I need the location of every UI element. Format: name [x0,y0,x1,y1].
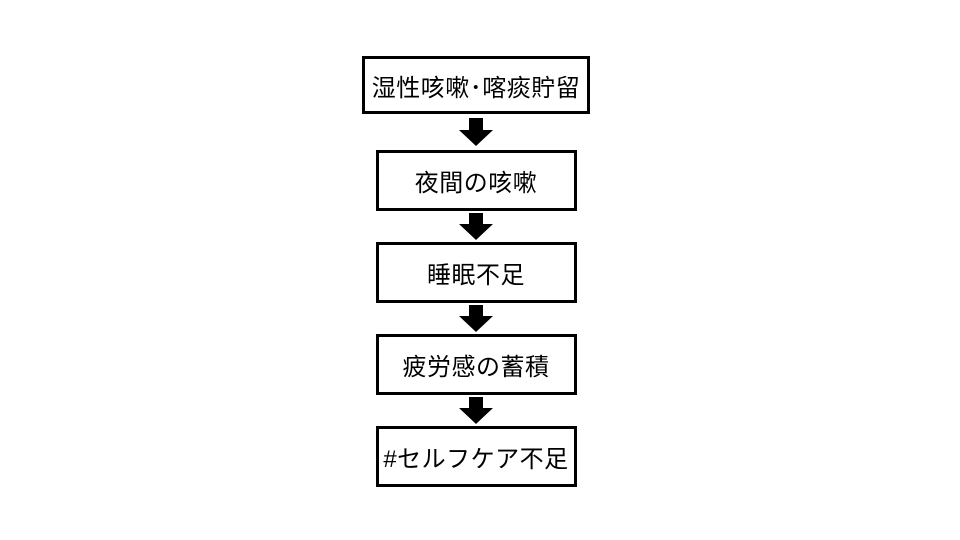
down-arrow-icon [459,211,493,242]
flow-node-label: 疲労感の蓄積 [402,354,550,381]
down-arrow-icon [459,303,493,334]
down-arrow-icon [459,395,493,426]
flow-node-night-cough: 夜間の咳嗽 [375,150,577,211]
flow-node-sleep-deficit: 睡眠不足 [375,242,577,303]
flow-node-wet-cough-sputum: 湿性咳嗽･喀痰貯留 [362,56,590,114]
flow-node-label: 夜間の咳嗽 [414,170,538,197]
flow-node-fatigue-accumulation: 疲労感の蓄積 [375,334,577,395]
flow-node-selfcare-deficit: #セルフケア不足 [375,426,577,487]
flow-node-label: 湿性咳嗽･喀痰貯留 [371,74,581,102]
flow-node-label: 睡眠不足 [427,262,525,289]
flow-node-label: #セルフケア不足 [383,446,569,473]
down-arrow-icon [459,114,493,150]
flowchart: 湿性咳嗽･喀痰貯留 夜間の咳嗽 睡眠不足 疲労感の蓄積 [362,56,590,487]
